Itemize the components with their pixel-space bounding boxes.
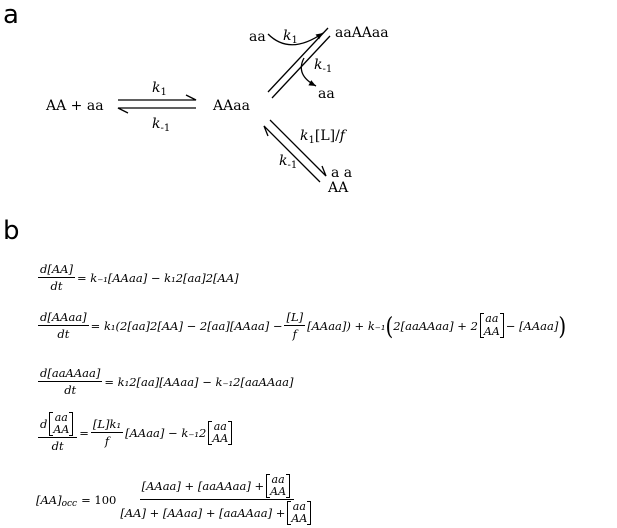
eq4-rhs-matrix: aa AA bbox=[208, 420, 233, 445]
upper-product-label: aaAAaa bbox=[335, 25, 389, 41]
k1-upper-label: k1 bbox=[283, 28, 298, 46]
eq3-rhs: = k₁2[aa][AAaa] − k₋₁2[aaAAaa] bbox=[104, 374, 294, 389]
aa-in-label: aa bbox=[249, 29, 266, 45]
equation-4: d aa AA dt = [L]k₁ f [AAaa] − k₋₁2 aa AA bbox=[36, 411, 234, 453]
lower-reverse-arrow bbox=[263, 125, 321, 183]
intermediate-label: AAaa bbox=[212, 98, 250, 114]
eq4-l-k1-over-f: [L]k₁ f bbox=[90, 417, 124, 449]
eq4-lhs-matrix: aa AA bbox=[49, 411, 74, 437]
km1-main-label: k-1 bbox=[152, 116, 170, 134]
eq3-derivative: d[aaAAaa] dt bbox=[38, 366, 103, 397]
km1-lower-label: k-1 bbox=[279, 153, 297, 171]
eq5-num-matrix: aa AA bbox=[266, 473, 291, 499]
eq2-l-over-f: [L] f bbox=[284, 310, 306, 341]
lower-forward-arrow bbox=[269, 119, 327, 177]
eq2-rhs-c: 2[aaAAaa] + 2 bbox=[393, 318, 478, 333]
eq4-equals: = bbox=[79, 425, 89, 440]
eq5-lhs: [AA] bbox=[36, 492, 62, 507]
equation-5: [AA] occ = 100 [AAaa] + [aaAAaa] + aa AA… bbox=[36, 473, 317, 526]
aa-out-curve bbox=[300, 57, 317, 87]
reverse-half-arrow bbox=[117, 107, 196, 114]
aa-in-curve bbox=[267, 32, 324, 46]
eq5-lhs-sub: occ bbox=[61, 498, 78, 509]
eq1-derivative: d[AA] dt bbox=[38, 262, 75, 293]
k1-lower-label: k1[L]/f bbox=[300, 128, 348, 146]
lower-product-bottom-label: AA bbox=[327, 180, 349, 196]
eq5-occupancy-fraction: [AAaa] + [aaAAaa] + aa AA [AA] + [AAaa] … bbox=[118, 473, 315, 526]
equation-2: d[AAaa] dt = k₁(2[aa]2[AA] − 2[aa][AAaa]… bbox=[38, 310, 567, 341]
eq4-rhs: [AAaa] − k₋₁2 bbox=[125, 425, 207, 440]
equation-3: d[aaAAaa] dt = k₁2[aa][AAaa] − k₋₁2[aaAA… bbox=[36, 366, 293, 397]
reaction-scheme: AA + aa AAaa aaAAaa aa aa a a AA k1 k-1 … bbox=[45, 25, 389, 196]
eq2-complex-matrix: aa AA bbox=[479, 313, 504, 338]
eq2-derivative: d[AAaa] dt bbox=[38, 310, 89, 341]
reactant-label: AA + aa bbox=[45, 98, 104, 114]
forward-half-arrow bbox=[118, 94, 197, 101]
eq2-rhs-d: − [AAaa] bbox=[505, 318, 559, 333]
km1-upper-label: k-1 bbox=[314, 57, 332, 75]
aa-out-label: aa bbox=[318, 86, 335, 102]
lower-product-top-label: a a bbox=[331, 165, 352, 181]
eq1-rhs: = k₋₁[AAaa] − k₁2[aa]2[AA] bbox=[76, 270, 239, 285]
k1-main-label: k1 bbox=[152, 80, 167, 98]
eq2-rhs-b: [AAaa]) + k₋₁ bbox=[307, 318, 386, 333]
eq2-rhs-a: = k₁(2[aa]2[AA] − 2[aa][AAaa] − bbox=[90, 318, 283, 333]
panel-label-a: a bbox=[3, 0, 19, 30]
equation-1: d[AA] dt = k₋₁[AAaa] − k₁2[aa]2[AA] bbox=[36, 262, 239, 293]
eq5-den-matrix: aa AA bbox=[287, 501, 312, 526]
panel-label-b: b bbox=[3, 216, 20, 246]
eq4-derivative: d aa AA dt bbox=[38, 411, 78, 453]
eq5-equals: = 100 bbox=[81, 492, 117, 507]
